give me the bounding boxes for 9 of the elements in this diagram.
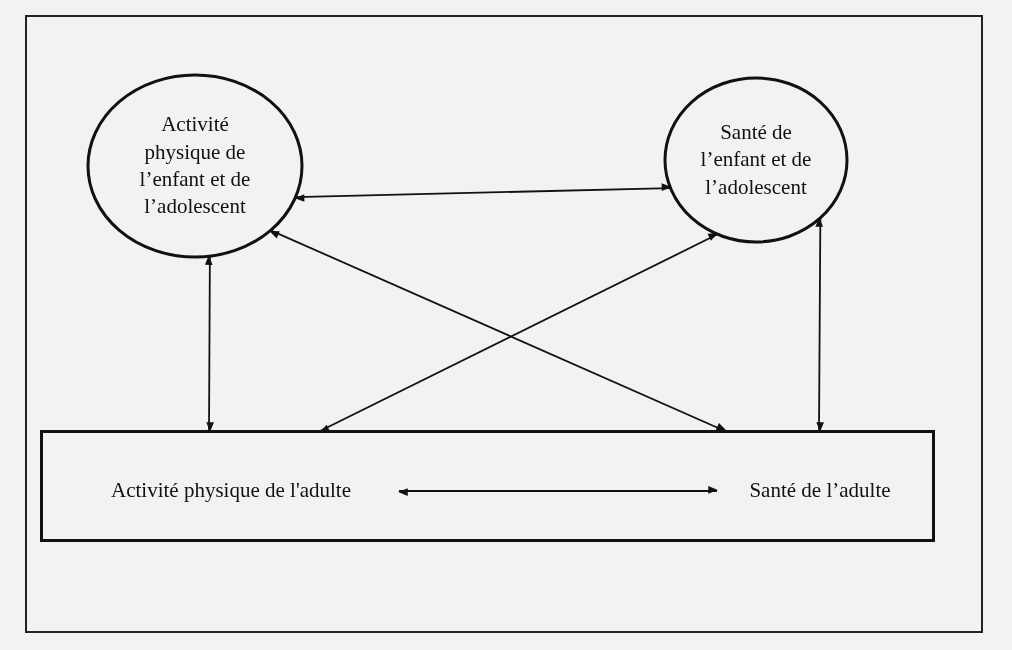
group-box bbox=[40, 430, 935, 542]
node-label: Activité physique de l'adulte bbox=[111, 477, 351, 505]
double-arrow bbox=[815, 217, 824, 432]
double-arrow bbox=[294, 183, 672, 202]
double-arrow bbox=[204, 255, 214, 432]
node-label: Santé de l’enfant et de l’adolescent bbox=[699, 119, 813, 201]
node-label: Santé de l’adulte bbox=[749, 477, 891, 505]
node-label: Activité physique de l’enfant et de l’adolescent bbox=[138, 111, 252, 221]
double-arrow bbox=[398, 486, 718, 496]
